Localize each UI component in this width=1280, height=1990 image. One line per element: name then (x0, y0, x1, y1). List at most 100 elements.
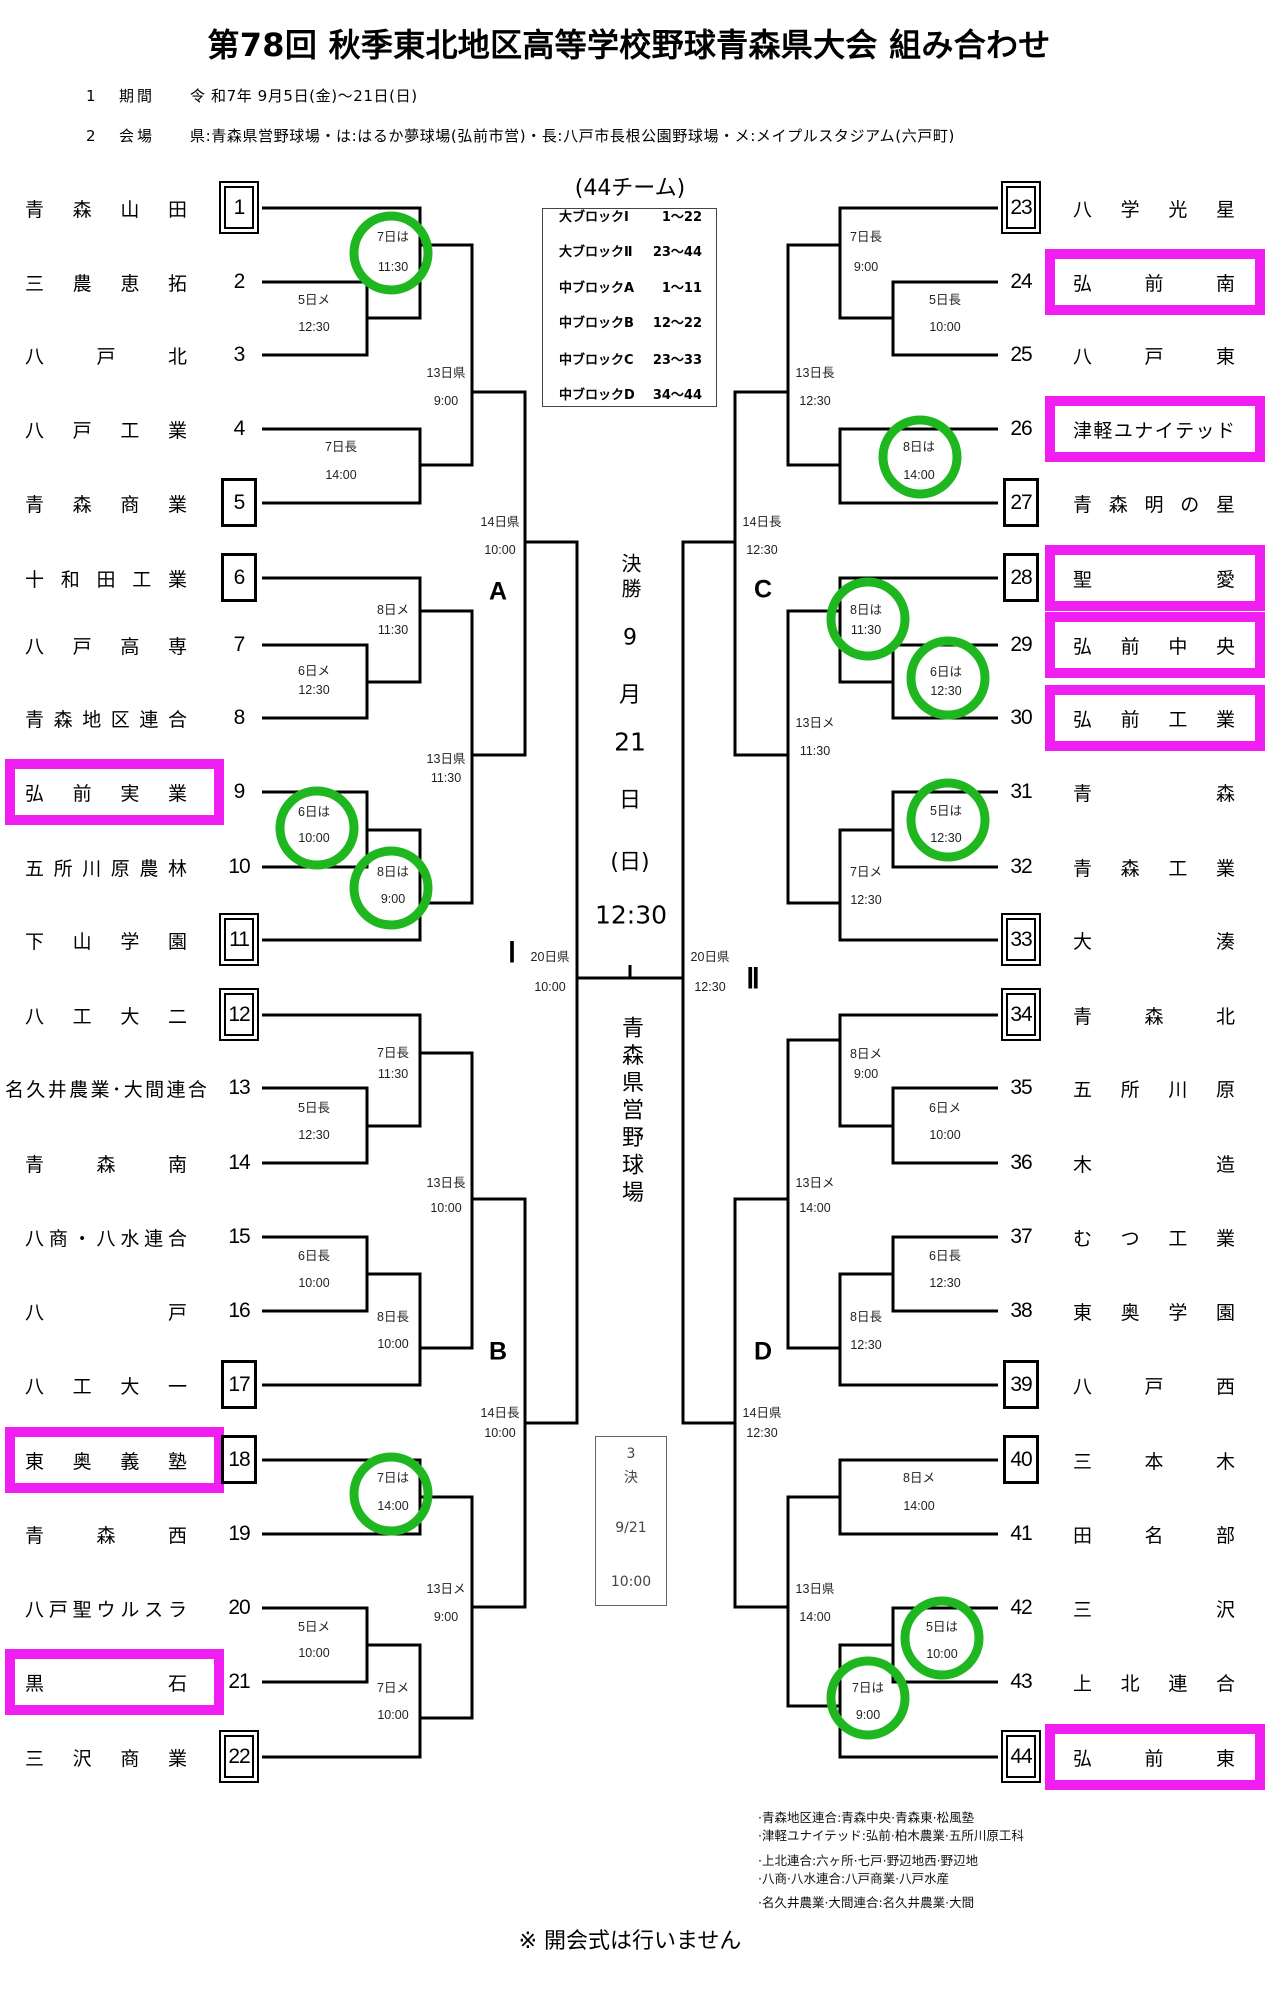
team-name-char: 農 (69, 1078, 89, 1101)
team-name: 下山学園 (25, 915, 187, 965)
highlight-circle (349, 1452, 433, 1536)
team-name-char: 塾 (167, 1450, 187, 1473)
bracket-line (840, 280, 895, 357)
match-day-venue: 8日長 (850, 1310, 882, 1324)
match-time: 12:30 (298, 320, 330, 334)
team-name: 弘前中央 (1073, 620, 1235, 670)
bracket-line (523, 390, 577, 757)
team-name-char: 青 (25, 708, 45, 731)
bracket-line (365, 280, 420, 357)
match-time: 9:00 (380, 892, 406, 906)
team-name: 八戸北 (25, 330, 187, 380)
team-name-char: 義 (120, 1450, 140, 1473)
team-name-char: 青 (25, 1524, 45, 1547)
team-name-char: 弘 (1073, 708, 1093, 731)
bracket-line (840, 790, 895, 869)
final-time: 12:30 (594, 900, 668, 930)
team-name-char: 戸 (96, 345, 116, 368)
block-name: 中ブロックD (559, 388, 635, 403)
team-number: 40 (1003, 1435, 1039, 1484)
match-day-venue: 14日長 (480, 1406, 520, 1420)
team-name-char: 下 (25, 930, 45, 953)
team-name: 八戸聖ウルスラ (25, 1583, 187, 1633)
team-name: 青森明の星 (1073, 478, 1235, 528)
match-day-venue: 20日県 (690, 950, 730, 964)
bracket-line (735, 609, 790, 905)
match-day-venue: 13日県 (795, 1582, 835, 1596)
match-time: 10:00 (926, 1647, 958, 1661)
bracket-line (418, 1013, 472, 1128)
match-day-venue: 6日メ (929, 1101, 961, 1115)
match-day-venue: 6日長 (298, 1249, 330, 1263)
team-name-char: 三 (1073, 1598, 1093, 1621)
team-number: 6 (221, 553, 257, 602)
team-name-char: 区 (110, 708, 130, 731)
match-day-venue: 6日は (298, 805, 330, 819)
match-time: 12:30 (850, 1338, 882, 1352)
highlight-box (1045, 612, 1265, 678)
team-name: 青森地区連合 (25, 693, 187, 743)
team-name-char: 八 (25, 1227, 45, 1250)
team-name-char: 五 (1073, 1078, 1093, 1101)
block-table-row: 大ブロックⅠ 1〜22 (543, 208, 716, 228)
block-range: 34〜44 (652, 388, 702, 403)
team-name-char: 北 (167, 345, 187, 368)
match-time: 14:00 (799, 1610, 831, 1624)
team-number: 21 (228, 1670, 250, 1693)
team-number: 19 (228, 1522, 250, 1545)
team-name: 聖愛 (1073, 553, 1235, 603)
team-name-char: 戸 (48, 1598, 68, 1621)
team-name-char: 十 (25, 568, 45, 591)
team-name-char: 恵 (120, 272, 140, 295)
match-day-venue: 7日は (852, 1681, 884, 1695)
team-name-char: 森 (72, 198, 92, 221)
team-name: 弘前工業 (1073, 693, 1235, 743)
highlight-box (5, 759, 224, 825)
team-name-char: 青 (25, 1153, 45, 1176)
match-time: 10:00 (298, 1646, 330, 1660)
team-name: 青森西 (25, 1509, 187, 1559)
team-name-char: 津 (1073, 419, 1093, 442)
team-name-char: 星 (1215, 493, 1235, 516)
team-name-char: 山 (120, 198, 140, 221)
team-number: 1 (219, 181, 259, 234)
team-name-char: 戸 (72, 419, 92, 442)
team-name-char: 大 (1073, 930, 1093, 953)
team-name: 八工大一 (25, 1360, 187, 1410)
team-name-char: 大 (120, 1005, 140, 1028)
team-name-char: 久 (26, 1078, 46, 1101)
match-day-venue: 8日メ (377, 603, 409, 617)
half-label-2: Ⅱ (746, 964, 760, 995)
team-name-char: 学 (120, 930, 140, 953)
match-day-venue: 14日長 (742, 515, 782, 529)
footer-notice: ※ 開会式は行いません (518, 1929, 742, 1954)
team-number: 37 (1010, 1225, 1032, 1248)
match-day-venue: 13日メ (795, 716, 835, 730)
team-name-char: の (1180, 493, 1200, 516)
team-name-char: 連 (1168, 1672, 1188, 1695)
team-name-char: 森 (1108, 493, 1128, 516)
team-name-char: ウ (96, 1598, 116, 1621)
team-name-char: 沢 (1215, 1598, 1235, 1621)
team-name-char: 青 (1073, 857, 1093, 880)
team-name-char: 学 (1120, 198, 1140, 221)
team-number: 36 (1010, 1151, 1032, 1174)
team-name-char: 商 (120, 1747, 140, 1770)
team-number: 16 (228, 1299, 250, 1322)
team-name: 三本木 (1073, 1435, 1235, 1485)
team-number: 23 (1001, 181, 1041, 234)
team-number: 43 (1010, 1670, 1032, 1693)
team-name-char: 央 (1215, 635, 1235, 658)
block-letter-c: C (753, 575, 773, 604)
team-name-char: ナ (1134, 419, 1154, 442)
team-name-char: 沢 (72, 1747, 92, 1770)
team-name-char: ･ (111, 1078, 122, 1101)
team-number: 11 (219, 913, 259, 966)
